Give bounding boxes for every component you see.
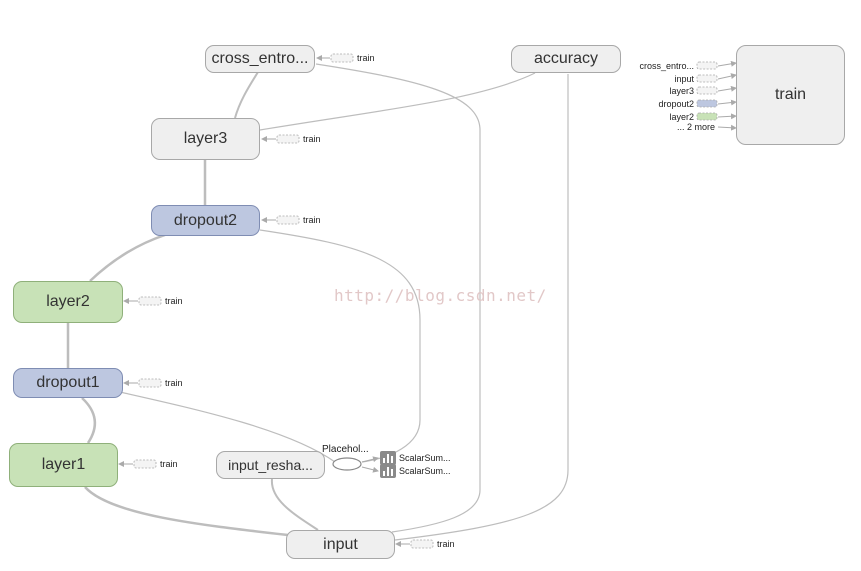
train-input-label: ... 2 more	[676, 122, 715, 132]
side-chip[interactable]	[696, 86, 718, 95]
dropout1-node[interactable]: dropout1	[13, 368, 123, 398]
cross-entropy-node[interactable]: cross_entro...	[205, 45, 315, 73]
edge-layer3-cross-entropy	[234, 71, 259, 119]
train-chip-label: train	[160, 459, 178, 469]
edge-side-4	[717, 99, 737, 106]
train-chip-label: train	[357, 53, 375, 63]
accuracy-node[interactable]: accuracy	[511, 45, 621, 73]
train-chip[interactable]	[410, 539, 434, 549]
train-input-label: layer2	[669, 112, 694, 122]
train-chip[interactable]	[133, 459, 157, 469]
train-chip-label: train	[303, 215, 321, 225]
edge-placeholder-summary-1	[361, 456, 379, 463]
input-node[interactable]: input	[286, 530, 395, 559]
placeholder-label: Placehol...	[322, 444, 369, 455]
placeholder-node[interactable]	[332, 457, 362, 471]
edge-layer1-dropout1	[81, 397, 97, 444]
side-chip-layer[interactable]	[696, 112, 718, 121]
edge-side-1	[717, 60, 737, 67]
edge-accuracy-input	[394, 74, 569, 541]
train-input-label: input	[674, 74, 694, 84]
edge-side-2	[717, 73, 737, 80]
edge-cross-entropy-input	[315, 63, 481, 533]
side-chip[interactable]	[696, 61, 718, 70]
scalar-summary-label: ScalarSum...	[399, 466, 451, 476]
input-reshape-node[interactable]: input_resha...	[216, 451, 325, 479]
train-chip[interactable]	[276, 215, 300, 225]
train-chip[interactable]	[330, 53, 354, 63]
scalar-summary-icon[interactable]	[380, 451, 396, 465]
edge-side-5	[717, 113, 737, 120]
watermark: http://blog.csdn.net/	[334, 286, 547, 305]
edge-dropout2-placeholder	[259, 229, 421, 463]
train-node[interactable]: train	[736, 45, 845, 145]
train-input-label: cross_entro...	[639, 61, 694, 71]
train-chip-label: train	[165, 378, 183, 388]
layer2-node[interactable]: layer2	[13, 281, 123, 323]
side-chip-dropout[interactable]	[696, 99, 718, 108]
train-chip-label: train	[165, 296, 183, 306]
scalar-summary-label: ScalarSum...	[399, 453, 451, 463]
side-chip[interactable]	[696, 74, 718, 83]
train-chip-label: train	[437, 539, 455, 549]
train-input-label: dropout2	[658, 99, 694, 109]
edge-placeholder-summary-2	[361, 466, 379, 473]
layer3-node[interactable]: layer3	[151, 118, 260, 160]
train-input-label: layer3	[669, 86, 694, 96]
edge-side-3	[717, 85, 737, 92]
edge-layer1-input	[84, 486, 289, 537]
train-chip[interactable]	[276, 134, 300, 144]
edge-layer2-dropout2	[89, 233, 166, 282]
edge-side-6	[717, 124, 737, 131]
train-chip[interactable]	[138, 378, 162, 388]
train-chip[interactable]	[138, 296, 162, 306]
train-chip-label: train	[303, 134, 321, 144]
edge-dropout1-placeholder	[119, 391, 336, 463]
edge-reshape-input	[270, 478, 319, 531]
edge-layer3-accuracy	[259, 72, 536, 131]
scalar-summary-icon[interactable]	[380, 464, 396, 478]
dropout2-node[interactable]: dropout2	[151, 205, 260, 236]
layer1-node[interactable]: layer1	[9, 443, 118, 487]
